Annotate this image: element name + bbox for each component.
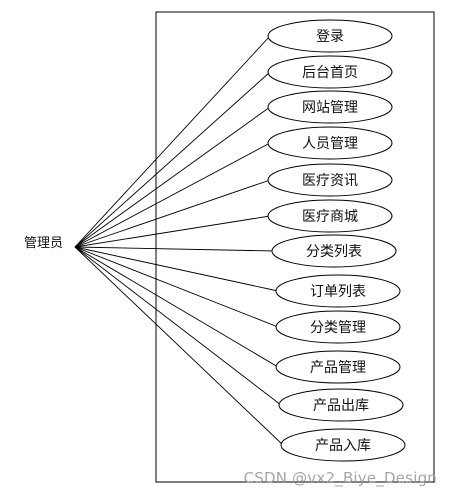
use-case-ellipse [267,126,393,160]
association-line [74,246,275,252]
association-lines [74,35,284,446]
use-case-label: 分类列表 [306,244,362,260]
use-case-ellipse [267,163,393,197]
association-line [74,106,271,248]
association-line [74,179,271,248]
association-line [74,71,271,248]
use-case: 医疗资讯 [267,163,393,197]
use-case-label: 分类管理 [310,320,366,336]
use-case: 订单列表 [275,274,401,308]
use-case: 后台首页 [267,55,393,89]
use-case-label: 后台首页 [302,65,358,81]
use-case-label: 产品入库 [315,438,371,454]
use-case: 网站管理 [267,90,393,124]
use-case-label: 网站管理 [302,100,358,116]
association-line [74,142,271,248]
use-case-label: 人员管理 [302,136,358,152]
use-case-label: 医疗商城 [302,209,358,225]
use-case-label: 产品管理 [310,360,366,376]
use-case: 分类管理 [275,310,401,344]
use-case-ellipse [280,428,406,462]
system-boundary [155,11,435,483]
use-case-ellipse [275,350,401,384]
use-case-ellipse [275,310,401,344]
use-case: 分类列表 [271,234,397,268]
association-line [74,246,279,292]
use-case: 医疗商城 [267,199,393,233]
use-case-ellipse [267,90,393,124]
watermark: CSDN @vx2_Biye_Design [243,469,437,487]
use-case-ellipse [267,199,393,233]
use-case-label: 医疗资讯 [302,173,358,189]
actor-label: 管理员 [24,236,63,251]
association-line [74,246,284,446]
association-line [74,246,279,368]
association-line [74,35,271,248]
use-case: 人员管理 [267,126,393,160]
use-cases: 登录后台首页网站管理人员管理医疗资讯医疗商城分类列表订单列表分类管理产品管理产品… [267,19,406,462]
use-case-ellipse [278,388,404,422]
association-line [74,215,271,248]
use-case: 产品管理 [275,350,401,384]
use-case-label: 登录 [316,29,344,45]
use-case: 产品出库 [278,388,404,422]
use-case-label: 订单列表 [310,284,366,300]
use-case: 产品入库 [280,428,406,462]
use-case-label: 产品出库 [313,398,369,414]
use-case-ellipse [271,234,397,268]
use-case-ellipse [275,274,401,308]
use-case: 登录 [267,19,393,53]
use-case-ellipse [267,55,393,89]
use-case-ellipse [267,19,393,53]
association-line [74,246,282,406]
association-line [74,246,279,328]
